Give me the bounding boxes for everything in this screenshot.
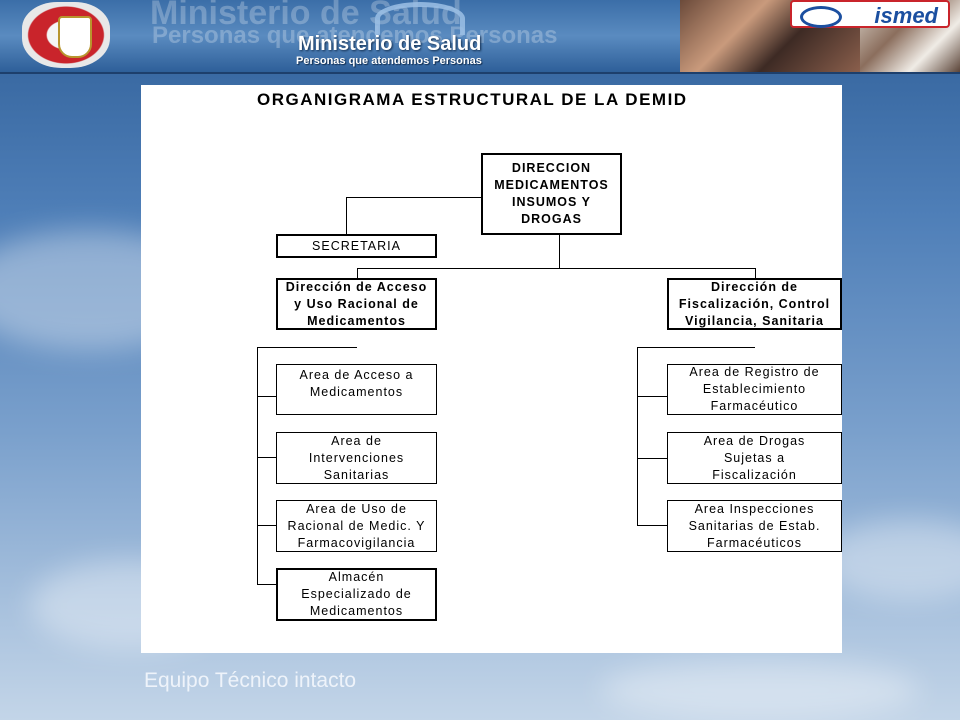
cloud (600, 660, 920, 720)
connector (559, 234, 560, 268)
connector (637, 396, 668, 397)
connector (257, 525, 277, 526)
connector (637, 347, 638, 525)
left-area-box: Area de Intervenciones Sanitarias (276, 432, 437, 484)
header-banner: Ministerio de Salud Personas que atendem… (0, 0, 960, 74)
left-area-box: Area de Uso de Racional de Medic. Y Farm… (276, 500, 437, 552)
connector (346, 197, 482, 198)
connector (257, 584, 277, 585)
ismed-swoosh-icon (800, 6, 842, 28)
coat-of-arms-icon (22, 2, 110, 68)
cloud (820, 520, 960, 600)
ministry-logo-icon (375, 2, 465, 35)
connector (257, 347, 357, 348)
connector (637, 525, 668, 526)
connector (357, 268, 756, 269)
banner-ghost-subtitle: Personas que atendemos Personas (152, 22, 558, 49)
connector (637, 458, 668, 459)
right-area-box: Area Inspecciones Sanitarias de Estab. F… (667, 500, 842, 552)
root-direction-box: DIRECCION MEDICAMENTOS INSUMOS Y DROGAS (481, 153, 622, 235)
connector (637, 347, 755, 348)
right-area-box: Area de Registro de Establecimiento Farm… (667, 364, 842, 415)
diagram-title: ORGANIGRAMA ESTRUCTURAL DE LA DEMID (257, 90, 688, 109)
right-area-box: Area de Drogas Sujetas a Fiscalización (667, 432, 842, 484)
footer-caption: Equipo Técnico intacto (144, 669, 357, 692)
ministry-subtitle: Personas que atendemos Personas (296, 55, 482, 67)
connector (257, 347, 258, 585)
connector (257, 457, 277, 458)
left-area-box: Area de Acceso a Medicamentos (276, 364, 437, 415)
left-branch-head-box: Dirección de Acceso y Uso Racional de Me… (276, 278, 437, 330)
ministry-title: Ministerio de Salud (298, 33, 482, 55)
left-area-box: Almacén Especializado de Medicamentos (276, 568, 437, 621)
connector (346, 197, 347, 234)
right-branch-head-box: Dirección de Fiscalización, Control Vigi… (667, 278, 842, 330)
connector (357, 268, 358, 279)
connector (257, 396, 277, 397)
secretaria-box: SECRETARIA (276, 234, 437, 258)
connector (755, 268, 756, 279)
